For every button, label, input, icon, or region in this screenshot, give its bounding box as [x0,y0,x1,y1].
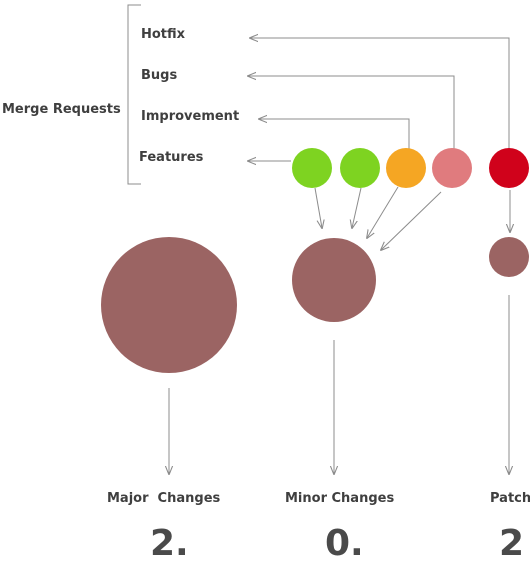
improvement-circle [386,148,426,188]
improvement-connector [259,119,410,150]
bug-arrow [381,191,442,250]
feature-1-arrow [314,187,322,228]
features-label: Features [139,150,204,165]
minor-changes-label: Minor Changes [285,491,395,506]
major-version-bubble [101,237,237,373]
merge-requests-bracket [127,4,141,185]
improvement-label: Improvement [141,109,240,124]
major-version-number: 2. [150,523,189,564]
bug-circle [432,148,472,188]
feature-circle-1 [292,148,332,188]
hotfix-connector [250,38,510,150]
patch-version-bubble [489,237,529,277]
bugs-label: Bugs [141,68,178,83]
feature-circle-2 [340,148,380,188]
minor-version-number: 0. [325,523,364,564]
patch-version-number: 2 [499,523,525,564]
merge-requests-label: Merge Requests [2,102,121,117]
hotfix-circle [489,148,529,188]
bug-connector [248,76,455,150]
major-changes-label: Major Changes [107,491,221,506]
hotfix-label: Hotfix [141,27,186,42]
patch-label: Patch [490,491,530,506]
feature-2-arrow [352,187,362,228]
improvement-arrow [367,186,399,238]
minor-version-bubble [292,238,376,322]
